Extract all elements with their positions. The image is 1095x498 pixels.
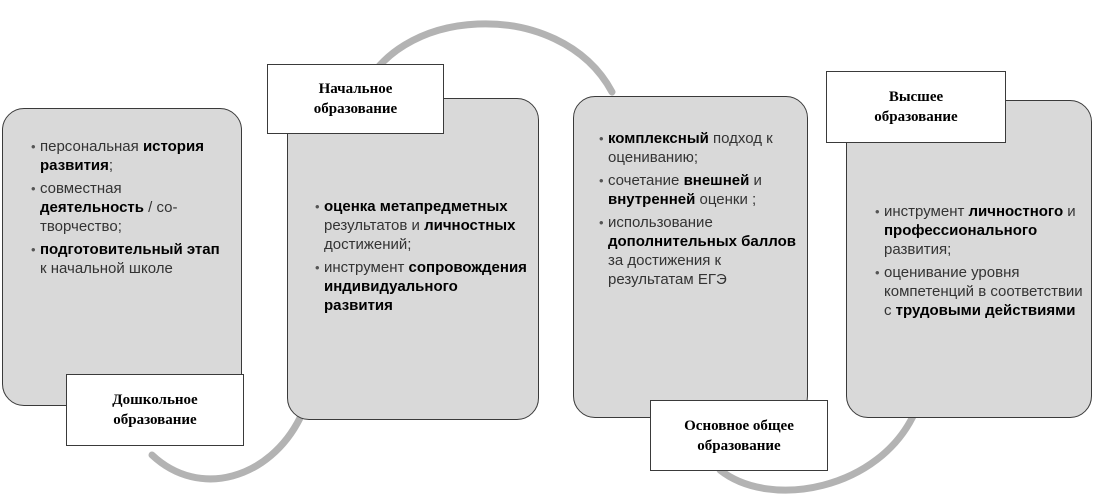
- item-text-bold: подготовительный этап: [40, 241, 220, 258]
- item-text-bold: профессионального: [884, 222, 1038, 239]
- label-preschool-line-2: образование: [113, 412, 197, 428]
- bullet-icon: •: [315, 260, 320, 275]
- label-basic-line-2: образование: [697, 437, 781, 454]
- connector-arc-1: [148, 414, 304, 483]
- primary-item: • оценка метапредметных результатов и лич…: [315, 197, 530, 254]
- higher-list: • инструмент личностного и профессиональн…: [875, 202, 1087, 324]
- item-text-bold: оценка метапредметных: [324, 198, 508, 215]
- bullet-icon: •: [315, 199, 320, 214]
- preschool-list: • персональная история развития; • совместн…: [31, 137, 227, 282]
- preschool-item: • совместная деятельность / со-творчество…: [31, 179, 227, 236]
- item-text: ;: [108, 157, 114, 174]
- item-text: совместная: [40, 180, 122, 197]
- card-preschool: • персональная история развития; • совместн…: [2, 108, 242, 406]
- connector-arc-3: [716, 408, 919, 494]
- bullet-icon: •: [875, 204, 880, 219]
- card-basic: • комплексный подход к оцениванию; • сочета…: [573, 96, 808, 418]
- label-higher: Высшее образование: [826, 71, 1006, 143]
- bullet-icon: •: [599, 173, 604, 188]
- item-text-bold: внутренней: [608, 191, 696, 208]
- basic-item: • сочетание внешней и внутренней оценки ;: [599, 171, 797, 209]
- label-primary-line-2: образование: [313, 101, 398, 117]
- higher-item: • инструмент личностного и профессиональн…: [875, 202, 1087, 259]
- label-primary-line-1: Начальное: [318, 81, 393, 97]
- bullet-icon: •: [31, 181, 36, 196]
- label-higher-line-1: Высшее: [888, 89, 944, 105]
- higher-item: • оценивание уровня компетенций в соответ…: [875, 263, 1087, 320]
- label-higher-line-2: образование: [874, 109, 958, 125]
- primary-list: • оценка метапредметных результатов и лич…: [315, 197, 530, 319]
- item-text: оценивание уровня компетенций в соответс…: [884, 264, 1083, 319]
- item-text: достижений;: [324, 236, 412, 253]
- label-basic: Основное общее образование: [650, 400, 828, 471]
- preschool-item: • подготовительный этап к начальной школе: [31, 240, 227, 278]
- basic-list: • комплексный подход к оцениванию; • сочета…: [599, 129, 797, 293]
- bullet-icon: •: [31, 139, 36, 154]
- bullet-icon: •: [31, 242, 36, 257]
- item-text: к начальной школе: [40, 260, 173, 277]
- card-higher: • инструмент личностного и профессиональн…: [846, 100, 1092, 418]
- item-text: инструмент: [324, 259, 409, 276]
- item-text-bold: сопровождения индивидуального развития: [324, 259, 527, 314]
- basic-item: • комплексный подход к оцениванию;: [599, 129, 797, 167]
- item-text: / со-творчество;: [40, 199, 178, 235]
- label-preschool-line-1: Дошкольное: [112, 392, 198, 408]
- item-text-bold: дополнительных баллов: [608, 233, 797, 250]
- item-text: развития;: [884, 241, 952, 258]
- item-text: и: [749, 172, 762, 189]
- item-text: использование: [608, 214, 713, 231]
- item-text-bold: комплексный: [608, 130, 709, 147]
- bullet-icon: •: [875, 265, 880, 280]
- item-text: подход к оцениванию;: [608, 130, 773, 166]
- item-text: оценки ;: [695, 191, 757, 208]
- item-text: и: [1063, 203, 1076, 220]
- bullet-icon: •: [599, 131, 604, 146]
- item-text: сочетание: [608, 172, 684, 189]
- item-text-bold: трудовыми действиями: [895, 302, 1076, 319]
- item-text-bold: личностного: [968, 203, 1064, 220]
- item-text-bold: личностных: [424, 217, 516, 234]
- item-text: персональная: [40, 138, 143, 155]
- label-preschool: Дошкольное образование: [66, 374, 244, 446]
- primary-item: • инструмент сопровождения индивидуальног…: [315, 258, 530, 315]
- item-text: за достижения к результатам ЕГЭ: [608, 252, 727, 288]
- item-text: результатов и: [324, 217, 425, 234]
- label-basic-line-1: Основное общее: [684, 417, 794, 434]
- item-text-bold: внешней: [683, 172, 750, 189]
- item-text-bold: история развития: [40, 138, 204, 174]
- basic-item: • использование дополнительных баллов за …: [599, 213, 797, 289]
- item-text-bold: деятельность: [40, 199, 144, 216]
- label-primary: Начальное образование: [267, 64, 444, 134]
- card-primary: • оценка метапредметных результатов и лич…: [287, 98, 539, 420]
- bullet-icon: •: [599, 215, 604, 230]
- item-text: инструмент: [884, 203, 969, 220]
- preschool-item: • персональная история развития;: [31, 137, 227, 175]
